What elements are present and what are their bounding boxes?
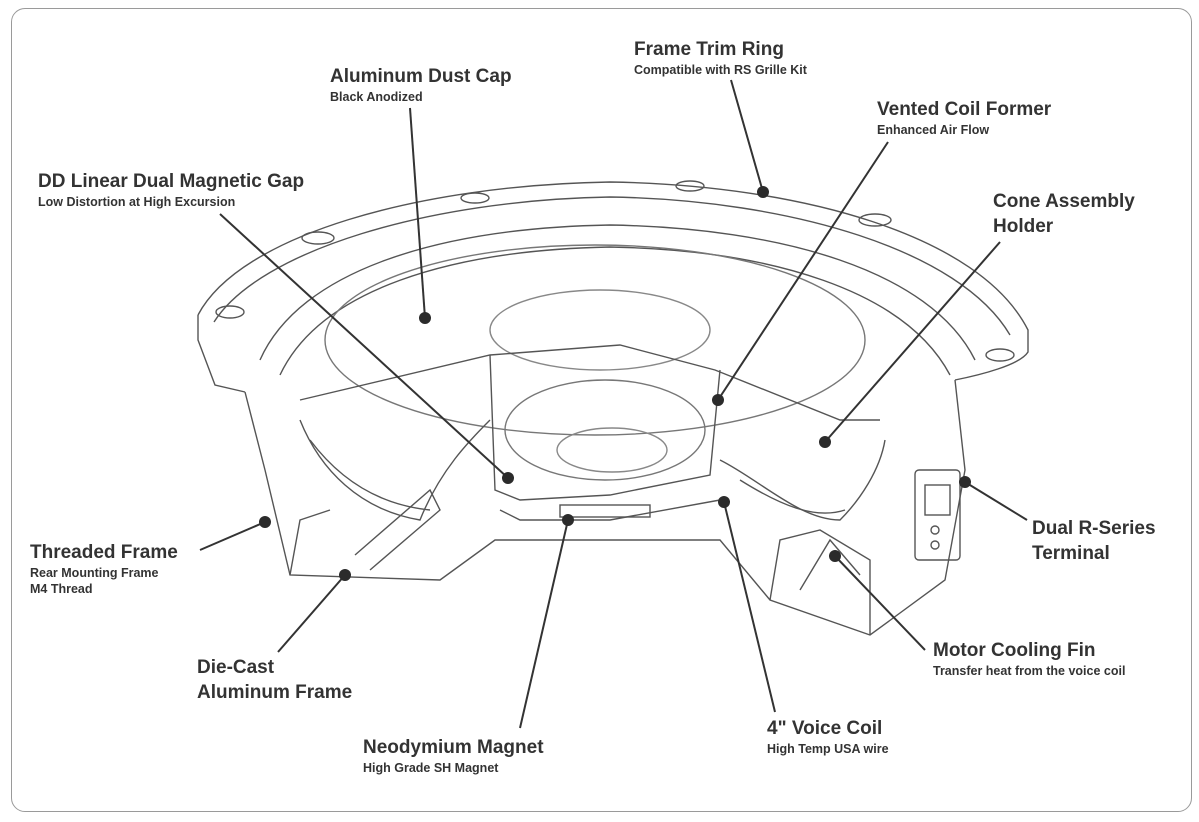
leader-lines [199,79,1028,729]
callout-motor-cooling-fin: Motor Cooling Fin Transfer heat from the… [933,638,1125,679]
callout-title: 4" Voice Coil [767,718,883,739]
callout-title-line2: Terminal [1032,543,1110,564]
callout-title: Dual R-Series [1032,518,1156,539]
callout-title-line2: Aluminum Frame [197,682,353,703]
callout-die-cast-frame: Die-Cast Aluminum Frame [197,655,352,705]
callout-title: Aluminum Dust Cap [330,66,512,87]
callout-title: DD Linear Dual Magnetic Gap [38,171,305,192]
callout-subtitle-line2: M4 Thread [30,582,93,596]
diagram-border [11,8,1192,812]
callout-title: Vented Coil Former [877,99,1052,120]
callout-title: Frame Trim Ring [634,39,784,60]
cutaway-section [299,344,880,421]
callout-dots [259,186,971,581]
callout-subtitle: Black Anodized [330,90,423,104]
callout-title: Die-Cast [197,657,275,678]
callout-aluminum-dust-cap: Aluminum Dust Cap Black Anodized [330,64,512,105]
callout-title: Neodymium Magnet [363,737,544,758]
callout-frame-trim-ring: Frame Trim Ring Compatible with RS Grill… [634,37,807,78]
callout-title-line2: Holder [993,216,1054,237]
terminal-body [914,469,961,561]
callout-subtitle: Low Distortion at High Excursion [38,195,236,209]
callout-vented-coil-former: Vented Coil Former Enhanced Air Flow [877,97,1051,138]
basket-body [244,379,966,636]
callout-cone-assembly-holder: Cone Assembly Holder [993,189,1135,239]
callout-subtitle: High Grade SH Magnet [363,761,499,775]
callout-dual-r-series-terminal: Dual R-Series Terminal [1032,516,1156,566]
callout-dual-magnetic-gap: DD Linear Dual Magnetic Gap Low Distorti… [38,169,304,210]
callout-title: Threaded Frame [30,542,178,563]
callout-neodymium-magnet: Neodymium Magnet High Grade SH Magnet [363,735,544,776]
callout-threaded-frame: Threaded Frame Rear Mounting Frame M4 Th… [30,540,178,597]
cone-edge [259,224,976,361]
callout-title: Motor Cooling Fin [933,640,1096,661]
callout-subtitle: Compatible with RS Grille Kit [634,63,807,77]
callout-subtitle: Enhanced Air Flow [877,123,990,137]
frame-rim [197,181,1029,381]
callout-subtitle: Rear Mounting Frame [30,566,159,580]
callout-subtitle: Transfer heat from the voice coil [933,664,1126,678]
callout-subtitle: High Temp USA wire [767,742,889,756]
callout-title: Cone Assembly [993,191,1135,212]
callout-voice-coil: 4" Voice Coil High Temp USA wire [767,716,889,757]
